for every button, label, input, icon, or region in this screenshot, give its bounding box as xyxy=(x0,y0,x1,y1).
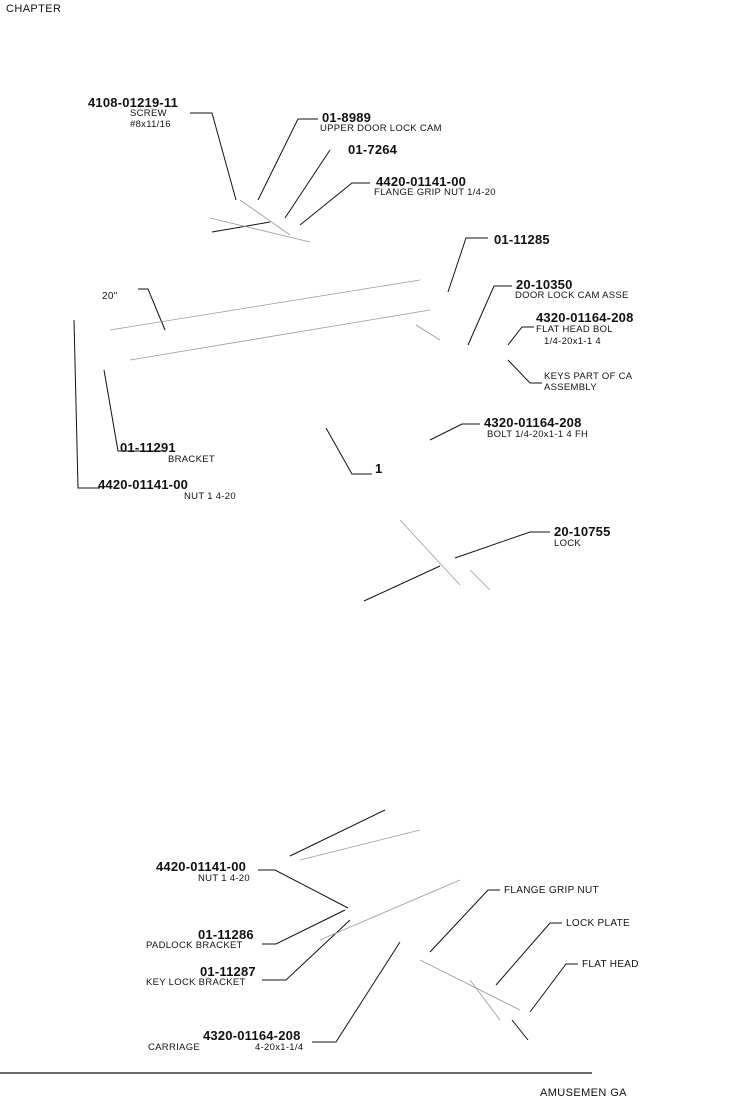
leader-callout-1 xyxy=(325,427,372,475)
part-number-7264: 01-7264 xyxy=(348,142,398,157)
leader-7264 xyxy=(284,149,331,219)
desc-lock: LOCK xyxy=(554,538,582,549)
desc-flange-nut: FLANGE GRIP NUT 1/4-20 xyxy=(374,187,496,198)
b-desc-keylock: KEY LOCK BRACKET xyxy=(146,977,246,988)
b-desc-carriage-size: 4-20x1-1/4 xyxy=(255,1042,304,1053)
part-number-bolt-fh: 4320-01164-208 xyxy=(484,415,582,430)
b-part-number-carriage: 4320-01164-208 xyxy=(203,1028,301,1043)
part-number-flat-head-bolt: 4320-01164-208 xyxy=(536,310,634,325)
callout-number: 1 xyxy=(375,461,383,476)
leader-b-nut xyxy=(258,869,349,909)
part-number-screw: 4108-01219-11 xyxy=(88,95,179,110)
b-desc-flat-head: FLAT HEAD xyxy=(582,959,639,970)
part-number-flange-nut: 4420-01141-00 xyxy=(376,174,467,189)
leader-upper-cam xyxy=(257,118,318,201)
desc-bolt-fh: BOLT 1/4-20x1-1 4 FH xyxy=(487,429,589,440)
desc-flat-head-bolt: FLAT HEAD BOL xyxy=(536,324,613,335)
leader-b-flathead xyxy=(529,963,578,1013)
b-desc-lock-plate: LOCK PLATE xyxy=(566,918,630,929)
leader-bracket xyxy=(103,369,166,452)
leader-b-keylock xyxy=(262,919,351,981)
leader-b-lockplate xyxy=(495,922,562,986)
desc-screw: SCREW xyxy=(130,108,167,119)
desc-upper-cam: UPPER DOOR LOCK CAM xyxy=(320,123,442,134)
dimension-label: 20" xyxy=(102,291,118,302)
leader-bottom-diag-top xyxy=(289,809,386,857)
part-number-upper-cam: 01-8989 xyxy=(322,110,372,125)
b-desc-carriage: CARRIAGE xyxy=(148,1042,201,1053)
desc-flat-head-bolt-size: 1/4-20x1-1 4 xyxy=(544,336,601,347)
leader-20in xyxy=(138,288,166,331)
part-number-cam-assembly: 20-10350 xyxy=(516,277,573,292)
leader-flat-bolt xyxy=(507,326,534,346)
leader-10350 xyxy=(467,285,512,346)
b-part-number-padlock: 01-11286 xyxy=(198,927,254,942)
part-number-bracket: 01-11291 xyxy=(120,440,176,455)
footer-title: AMUSEMEN GA xyxy=(540,1087,627,1099)
leader-bolt-fh xyxy=(429,423,480,441)
part-number-lock: 20-10755 xyxy=(554,524,611,539)
leader-screw xyxy=(190,112,237,201)
leader-lower-left xyxy=(363,565,441,602)
leader-b-lower-right xyxy=(511,1019,529,1041)
b-desc-flange-grip: FLANGE GRIP NUT xyxy=(504,885,599,896)
desc-keys: KEYS PART OF CA xyxy=(544,371,633,382)
leader-keys xyxy=(507,359,542,384)
leader-b-carriage xyxy=(312,941,401,1043)
leader-lock xyxy=(454,531,550,559)
part-number-nut: 4420-01141-00 xyxy=(98,477,189,492)
desc-cam-assembly: DOOR LOCK CAM ASSE xyxy=(515,290,629,301)
desc-nut: NUT 1 4-20 xyxy=(184,491,236,502)
chapter-header: CHAPTER xyxy=(6,3,62,15)
b-part-number-keylock: 01-11287 xyxy=(200,964,256,979)
leader-b-flange xyxy=(429,889,500,953)
b-part-number-nut: 4420-01141-00 xyxy=(156,859,247,874)
leader-flange-nut xyxy=(299,182,370,226)
leader-nut xyxy=(73,319,100,489)
leader-11285 xyxy=(447,237,488,293)
desc-screw-size: #8x11/16 xyxy=(130,119,171,130)
desc-keys-assembly: ASSEMBLY xyxy=(544,382,597,393)
part-number-11285: 01-11285 xyxy=(494,232,550,247)
desc-bracket: BRACKET xyxy=(168,454,215,465)
b-desc-nut: NUT 1 4-20 xyxy=(198,873,250,884)
b-desc-padlock: PADLOCK BRACKET xyxy=(146,940,243,951)
leader-b-padlock xyxy=(262,909,346,945)
leader-bottom-top xyxy=(211,221,271,233)
